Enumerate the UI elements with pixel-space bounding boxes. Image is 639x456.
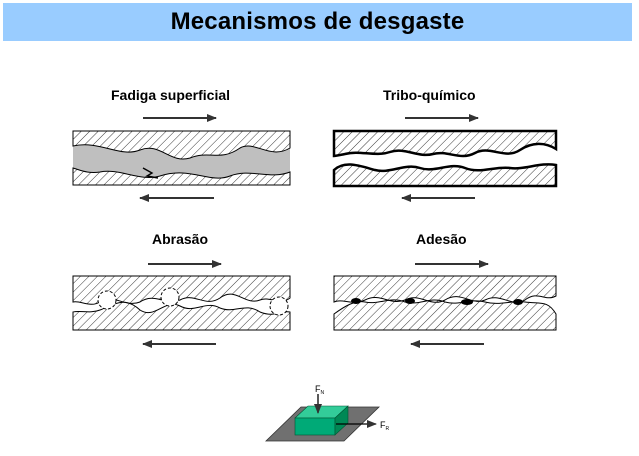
fatigue-upper-body (72, 130, 291, 160)
friction-force-label: FR (380, 420, 390, 432)
adhesion-lower-body (333, 299, 557, 331)
fatigue-crack (142, 167, 159, 179)
tribo-upper-body (332, 129, 558, 158)
panel-abrasion (72, 260, 291, 348)
normal-force-label: FN (315, 384, 325, 396)
page-title: Mecanismos de desgaste (170, 8, 465, 35)
block-on-plate: FN FR (265, 384, 390, 442)
label-fatigue: Fadiga superficial (111, 87, 231, 103)
tribo-lower-body (332, 163, 558, 188)
adhesion-junction (461, 299, 473, 305)
fatigue-lower-body (72, 167, 291, 186)
fatigue-gap (73, 144, 290, 179)
title-bar: Mecanismos de desgaste (3, 3, 632, 41)
panel-fatigue (72, 114, 291, 202)
abrasion-particle (97, 290, 117, 310)
block-side (334, 405, 349, 436)
adhesion-upper-body (333, 275, 557, 303)
panel-adhesion (333, 260, 557, 348)
adhesion-junction (405, 298, 415, 304)
abrasion-lower-body (72, 301, 291, 331)
adhesion-junction (351, 298, 361, 304)
label-abrasion: Abrasão (152, 231, 209, 247)
abrasion-particle (269, 296, 289, 316)
label-tribochemical: Tribo-químico (383, 87, 476, 103)
panel-tribochemical (332, 114, 558, 202)
abrasion-particle (160, 287, 180, 307)
adhesion-junction (513, 299, 523, 305)
block-front (294, 417, 336, 436)
label-adhesion: Adesão (416, 231, 467, 247)
